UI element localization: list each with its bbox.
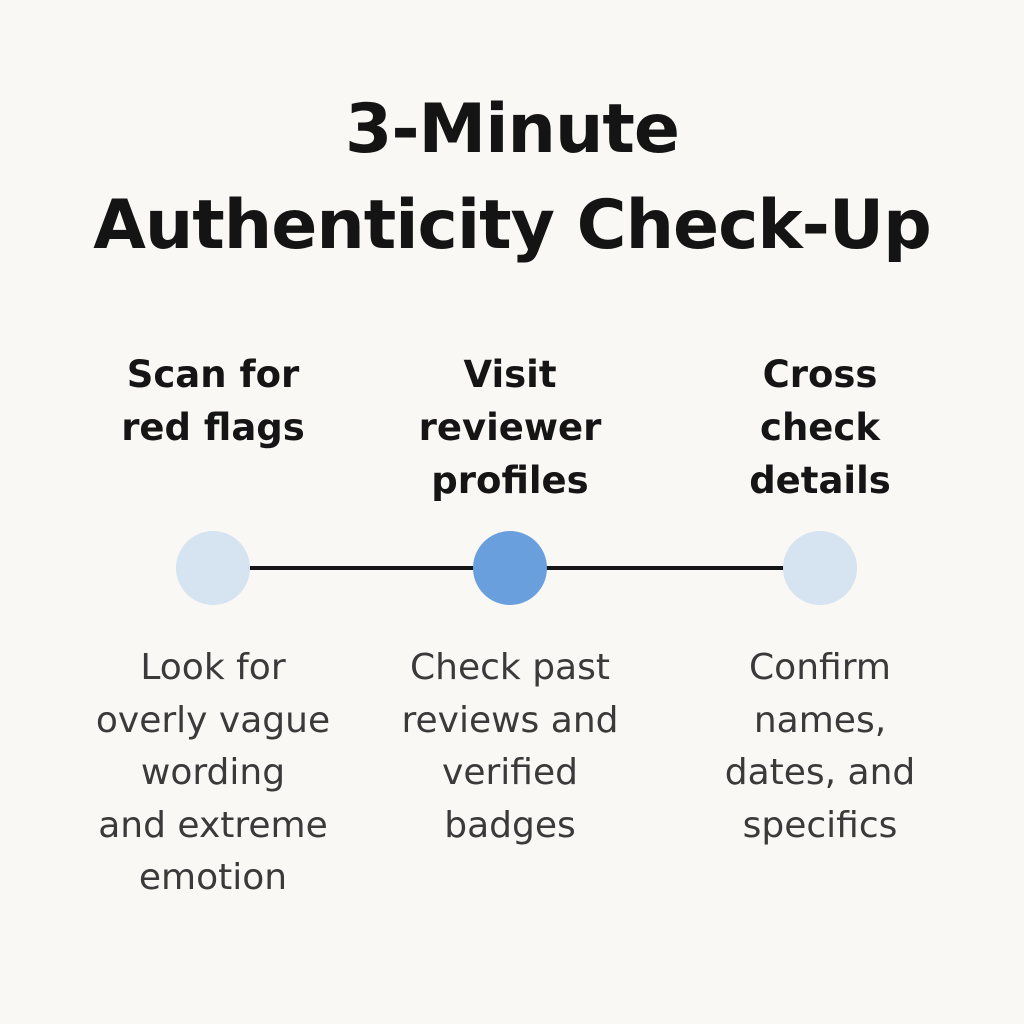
step-3-node (783, 531, 857, 605)
step-3-description-line: specifics (742, 804, 898, 846)
step-2-description: Check past reviews and verified badges (365, 642, 655, 852)
step-1-description-line: overly vague (95, 699, 331, 741)
step-3-description-line: dates, and (724, 752, 916, 793)
step-1-description-line: Look for (140, 647, 286, 688)
step-1-description-line: wording (140, 752, 286, 793)
step-3-heading-line: check (760, 406, 880, 449)
step-2-heading-line: profiles (431, 459, 589, 502)
step-1-description-line: emotion (138, 857, 288, 898)
title-line-1: 3-Minute (345, 90, 680, 169)
step-2-description-line: reviews and (401, 699, 619, 741)
step-1-heading: Scan for red flags (83, 348, 343, 454)
step-2-heading: Visit reviewer profiles (380, 348, 640, 507)
page-title: 3-Minute Authenticity Check-Up (0, 82, 1024, 274)
step-1-description: Look for overly vague wording and extrem… (68, 642, 358, 905)
step-2-heading-line: Visit (463, 353, 557, 396)
step-1-heading-line: red flags (121, 406, 305, 449)
title-line-2: Authenticity Check-Up (93, 186, 932, 265)
step-2-description-line: badges (444, 804, 576, 846)
step-3-description: Confirm names, dates, and specifics (675, 642, 965, 852)
step-2-node (473, 531, 547, 605)
step-3-heading: Cross check details (690, 348, 950, 507)
step-1-description-line: and extreme (98, 804, 328, 846)
step-2-description-line: verified (442, 752, 578, 793)
step-3-heading-line: details (749, 459, 891, 502)
step-1-heading-line: Scan for (126, 353, 300, 396)
step-3-heading-line: Cross (762, 353, 878, 396)
step-2-description-line: Check past (410, 647, 610, 688)
step-2-heading-line: reviewer (418, 406, 602, 449)
step-3-description-line: names, (753, 699, 887, 741)
step-1-node (176, 531, 250, 605)
step-3-description-line: Confirm (749, 647, 891, 688)
